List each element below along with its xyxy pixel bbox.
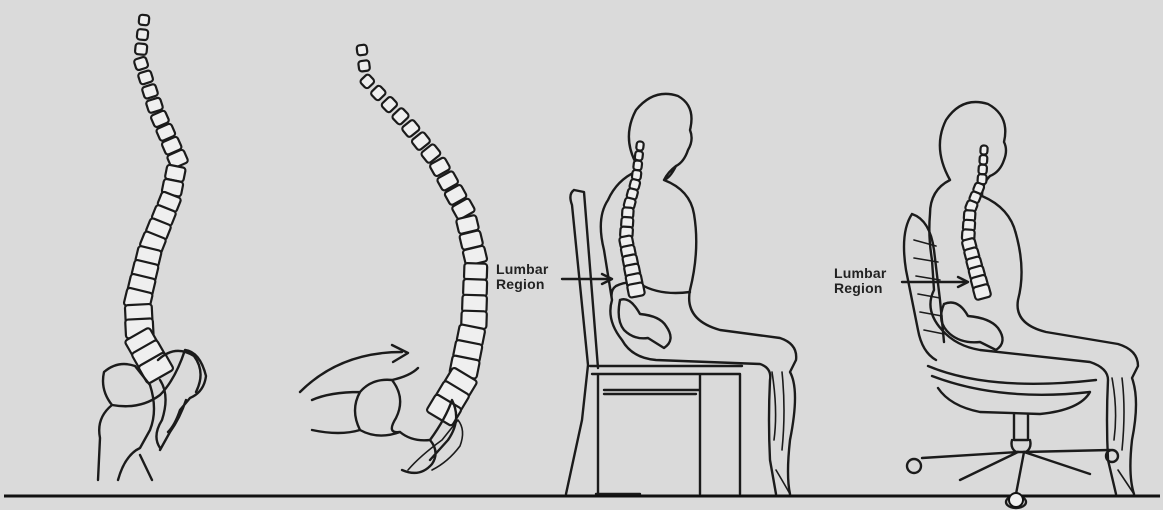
chair-backrest bbox=[904, 214, 944, 360]
vertebra bbox=[356, 44, 367, 55]
vertebra bbox=[464, 263, 487, 280]
label-line2: Region bbox=[834, 281, 887, 296]
arm bbox=[941, 303, 1002, 351]
lumbar-region-label-ergonomic-chair: Lumbar Region bbox=[834, 266, 887, 296]
arrow-head bbox=[392, 345, 408, 362]
arm bbox=[619, 299, 671, 348]
label-line1: Lumbar bbox=[834, 266, 887, 281]
vertebra bbox=[142, 84, 159, 100]
caster bbox=[907, 459, 921, 473]
vertebra bbox=[358, 60, 370, 72]
label-line2: Region bbox=[496, 277, 549, 292]
vertebra bbox=[635, 151, 644, 161]
straight-chair-figure bbox=[562, 94, 796, 494]
label-line1: Lumbar bbox=[496, 262, 549, 277]
vertebra bbox=[133, 56, 148, 70]
vertebra bbox=[359, 73, 375, 89]
person-outline bbox=[929, 102, 1138, 494]
standing-spine-figure bbox=[98, 15, 206, 480]
vertebra bbox=[370, 85, 387, 102]
floor-mark bbox=[1009, 493, 1023, 507]
pelvis-outline bbox=[312, 368, 456, 473]
vertebra bbox=[979, 155, 987, 165]
vertebra bbox=[973, 284, 992, 301]
chair-column bbox=[1012, 414, 1031, 452]
vertebra bbox=[978, 164, 987, 174]
vertebra bbox=[135, 43, 148, 55]
spine-vertebrae bbox=[123, 15, 188, 385]
spine-vertebrae bbox=[356, 44, 487, 426]
spine-vertebrae bbox=[962, 145, 992, 300]
slumped-spine-figure bbox=[300, 44, 488, 473]
ergonomic-chair-figure bbox=[902, 102, 1138, 508]
person-outline bbox=[596, 94, 796, 494]
vertebra bbox=[627, 282, 645, 298]
vertebra bbox=[139, 15, 150, 26]
spine-vertebrae bbox=[619, 141, 645, 298]
chair-seat bbox=[928, 366, 1096, 414]
chair-base bbox=[922, 450, 1110, 494]
vertebra bbox=[137, 29, 149, 40]
chair-backrest bbox=[566, 190, 598, 494]
vertebra bbox=[636, 141, 644, 151]
vertebra bbox=[381, 96, 399, 114]
lumbar-region-label-straight-chair: Lumbar Region bbox=[496, 262, 549, 292]
chair-seat bbox=[590, 366, 742, 494]
vertebra bbox=[980, 145, 988, 154]
vertebra bbox=[138, 70, 154, 85]
rotation-arrow bbox=[300, 352, 402, 392]
